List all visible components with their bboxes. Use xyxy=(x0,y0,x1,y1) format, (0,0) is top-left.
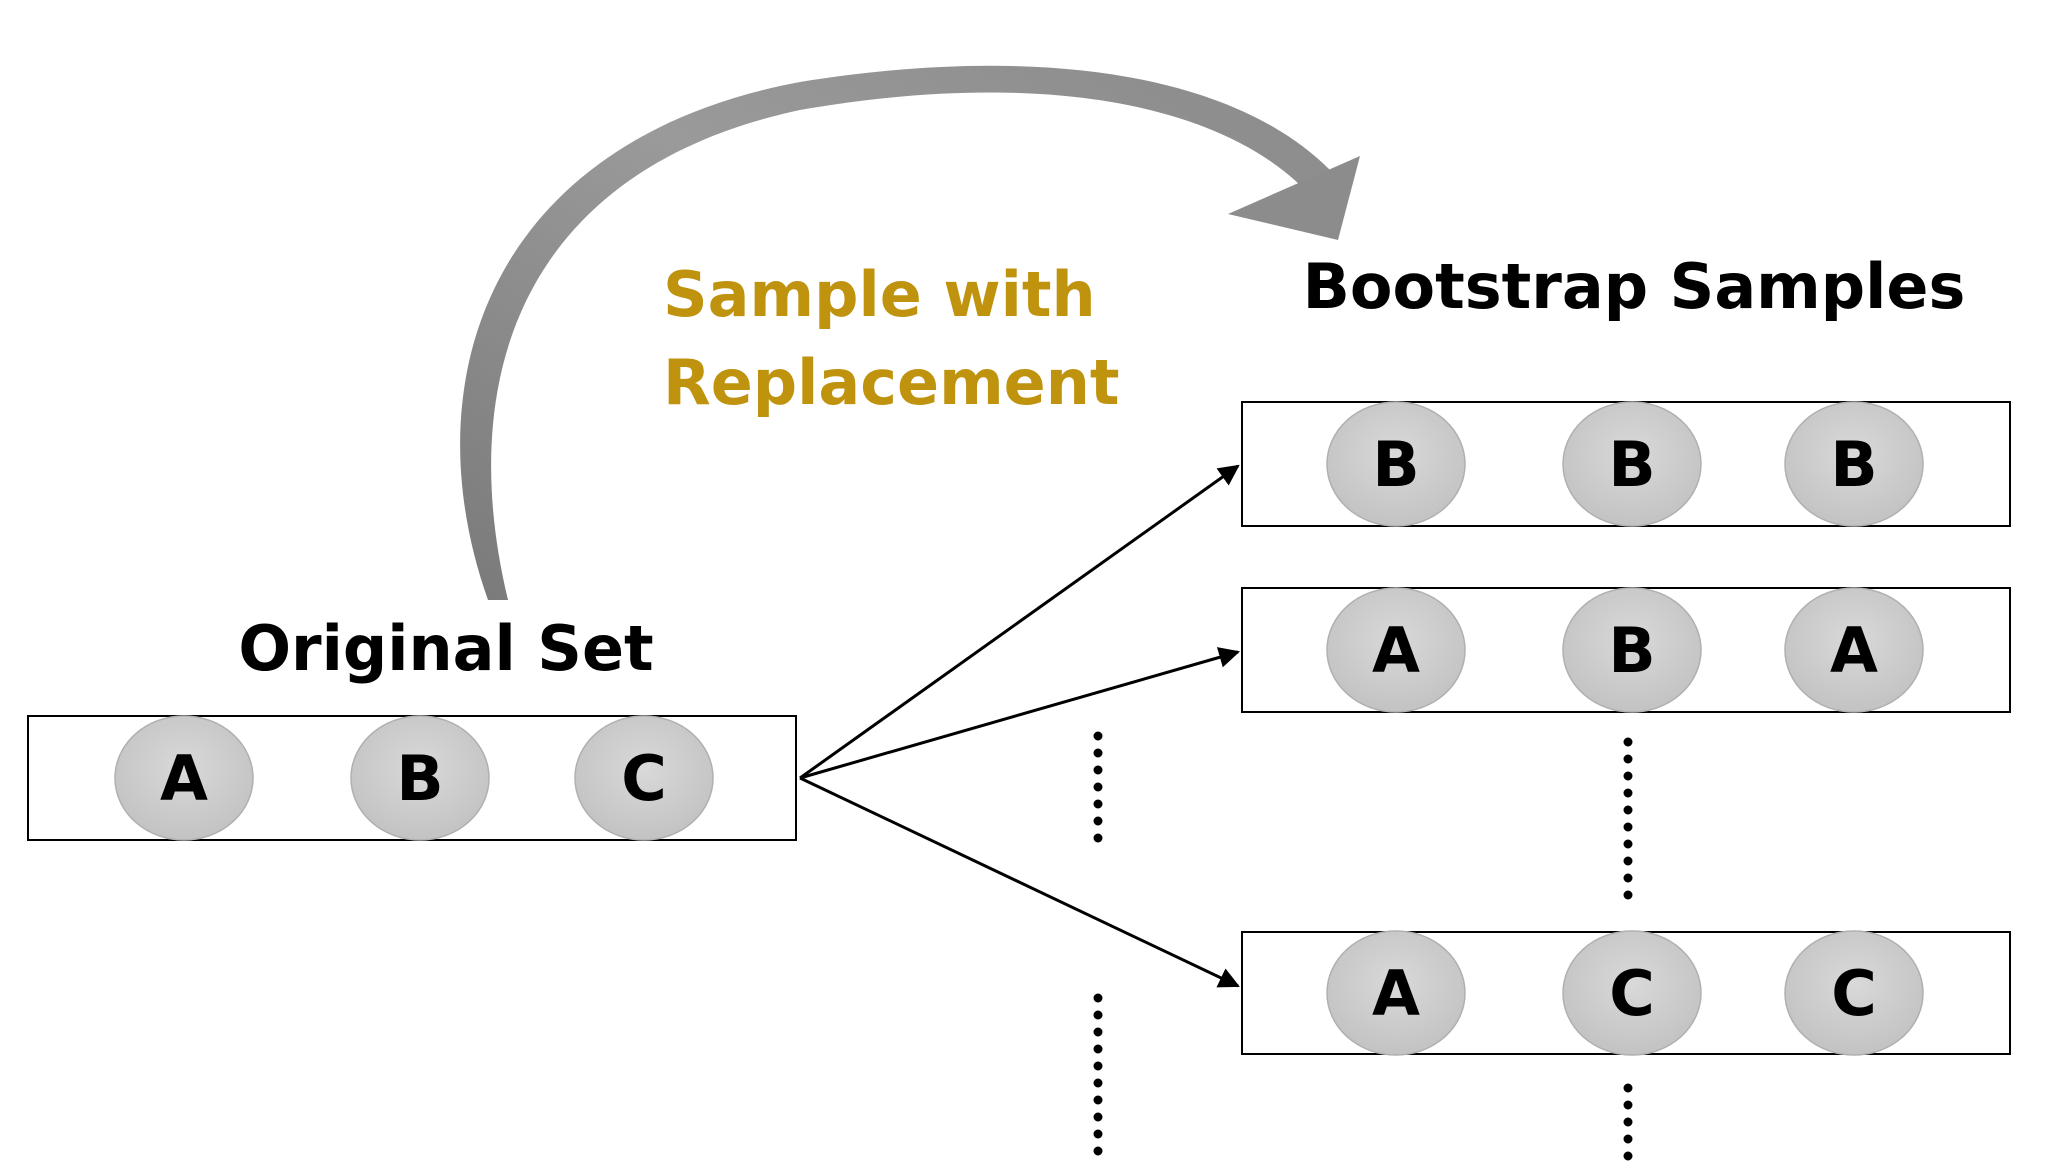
item-letter: C xyxy=(1609,957,1655,1030)
item-letter: B xyxy=(1372,428,1419,501)
item-circle xyxy=(1784,930,1924,1056)
bootstrap-sample-row-item: C xyxy=(1784,930,1924,1056)
original-set-row-item: C xyxy=(574,715,714,841)
arc-label-line2: Replacement xyxy=(663,346,1120,419)
bootstrap-sample-row-item: C xyxy=(1562,930,1702,1056)
item-letter: A xyxy=(1372,614,1420,687)
item-letter: C xyxy=(1831,957,1877,1030)
bootstrap-title: Bootstrap Samples xyxy=(1303,250,1966,323)
original-set: A B C xyxy=(27,715,797,841)
bootstrap-samples: B B B A B A A C C xyxy=(1241,401,2011,1056)
item-letter: B xyxy=(1830,428,1877,501)
bootstrap-sample-row-item: A xyxy=(1326,930,1466,1056)
bootstrap-sample-row-item: A xyxy=(1326,587,1466,713)
item-circle xyxy=(1784,401,1924,527)
bootstrap-sample-row-item: B xyxy=(1562,401,1702,527)
sample-arrow xyxy=(460,65,1360,600)
bootstrap-sample-row-item: B xyxy=(1784,401,1924,527)
connector-arrow-2 xyxy=(799,647,1241,780)
item-circle xyxy=(1562,401,1702,527)
item-circle xyxy=(1326,587,1466,713)
sample-arrow-shaft xyxy=(460,65,1330,600)
item-letter: B xyxy=(1608,428,1655,501)
item-letter: B xyxy=(396,742,443,815)
bootstrap-sample-row-item: B xyxy=(1562,587,1702,713)
item-letter: B xyxy=(1608,614,1655,687)
sample-arrow-head xyxy=(1228,156,1360,240)
item-letter: A xyxy=(160,742,208,815)
item-circle xyxy=(1562,930,1702,1056)
arc-label-line1: Sample with xyxy=(663,258,1096,331)
item-circle xyxy=(1326,401,1466,527)
item-letter: A xyxy=(1830,614,1878,687)
bootstrap-sample-row-item: A xyxy=(1784,587,1924,713)
arc-label: Sample with Replacement xyxy=(663,258,1120,419)
original-set-row-item: A xyxy=(114,715,254,841)
item-circle xyxy=(1562,587,1702,713)
item-circle xyxy=(350,715,490,841)
item-circle xyxy=(114,715,254,841)
bootstrap-sample-row-item: B xyxy=(1326,401,1466,527)
original-set-title: Original Set xyxy=(238,612,653,685)
item-letter: C xyxy=(621,742,667,815)
original-set-row: A B C xyxy=(27,715,797,841)
original-set-row-item: B xyxy=(350,715,490,841)
item-letter: A xyxy=(1372,957,1420,1030)
item-circle xyxy=(1326,930,1466,1056)
connector-arrow-3 xyxy=(799,776,1240,988)
connector-arrow-1 xyxy=(799,464,1240,780)
item-circle xyxy=(574,715,714,841)
item-circle xyxy=(1784,587,1924,713)
